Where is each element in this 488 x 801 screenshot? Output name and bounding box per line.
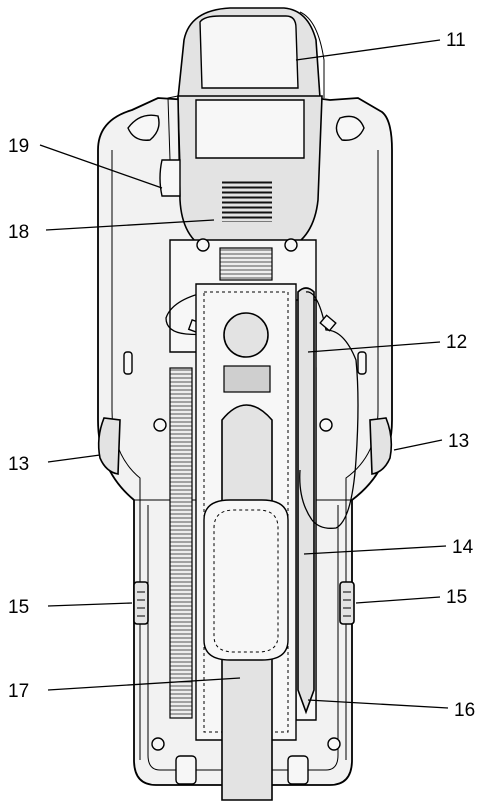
side-key-left — [134, 582, 148, 624]
callout-16: 16 — [454, 700, 475, 721]
leader-15-right — [356, 597, 440, 603]
callout-15-right: 15 — [446, 587, 467, 608]
callout-12: 12 — [446, 332, 467, 353]
callout-13-left: 13 — [8, 454, 29, 475]
callout-15-left: 15 — [8, 597, 29, 618]
callout-13-right: 13 — [448, 431, 469, 452]
callout-14: 14 — [452, 537, 474, 558]
callout-18: 18 — [8, 222, 29, 243]
speaker-grille — [222, 180, 272, 222]
scan-button-left — [99, 418, 120, 474]
scan-button-right — [370, 418, 391, 474]
release-latch — [160, 160, 180, 196]
leader-11 — [296, 40, 440, 60]
side-key-right — [340, 582, 354, 624]
leader-15-left — [48, 603, 132, 606]
leader-13-right — [394, 440, 442, 450]
callout-11: 11 — [446, 30, 466, 51]
leader-13-left — [48, 455, 100, 462]
callout-19: 19 — [8, 136, 29, 157]
callout-17: 17 — [8, 681, 29, 702]
